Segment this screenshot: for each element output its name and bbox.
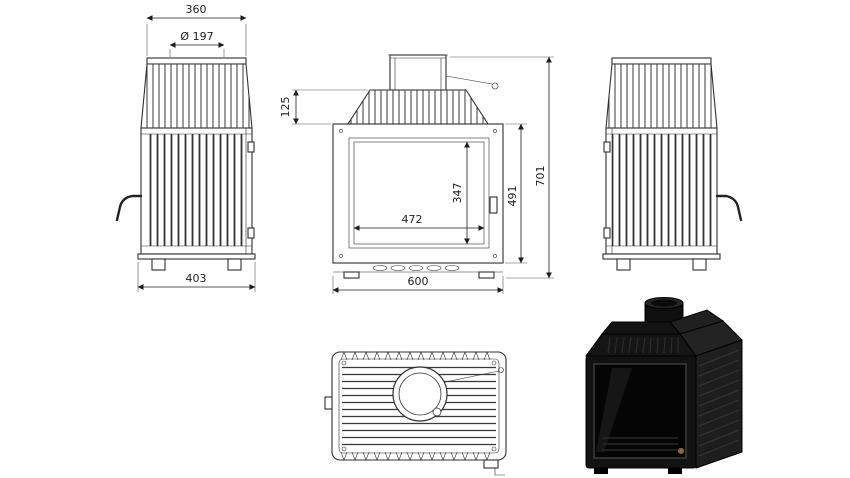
side-right-hinge-bottom [603, 227, 611, 239]
dim-360-label: 360 [186, 3, 207, 16]
dim-total-height-701: 701 [450, 56, 554, 279]
front-door-latch [489, 196, 498, 214]
side-right-hinge-top [603, 141, 611, 153]
side-right-base-plate [602, 253, 721, 260]
top-view-fin-tips-top [340, 351, 491, 361]
side-left-hinge-top [247, 141, 255, 153]
dim-door-height-491: 491 [505, 123, 527, 264]
render-hood-front [585, 333, 697, 357]
dim-491-label: 491 [506, 186, 519, 207]
side-right-foot-front [616, 258, 631, 271]
dim-hood-height-125: 125 [279, 89, 368, 125]
render-side-ribs [698, 349, 740, 457]
front-door-frame [332, 123, 504, 264]
side-right-top-plate [611, 57, 712, 65]
render-glass-reflection [596, 368, 632, 452]
side-view-right [602, 57, 743, 271]
product-render [585, 297, 743, 474]
render-hood-ribs [607, 336, 679, 354]
side-left-ribs [146, 134, 246, 246]
render-flue-hole [651, 299, 677, 307]
side-right-ribs [612, 134, 712, 246]
front-foot-left [343, 271, 360, 279]
top-view-flue-inner [398, 372, 442, 416]
front-foot-right [478, 271, 495, 279]
dim-125-label: 125 [279, 97, 292, 118]
dim-base-depth-403: 403 [137, 262, 256, 292]
side-right-foot-back [692, 258, 707, 271]
top-view-bottom-bracket [483, 459, 499, 469]
dim-701-label: 701 [534, 166, 547, 187]
dim-total-width-600: 600 [332, 275, 504, 294]
side-view-left: 360 Ø 197 403 [115, 3, 256, 292]
render-grate-lines [602, 437, 678, 451]
front-glass-frame [348, 137, 490, 249]
dim-flue-label: Ø 197 [180, 30, 213, 43]
dim-472-label: 472 [402, 213, 423, 226]
front-damper-rod [445, 75, 493, 85]
front-glass [353, 141, 485, 245]
top-view-fin-tips-bottom [340, 451, 491, 461]
side-left-foot-back [227, 258, 242, 271]
dim-flue-diameter-197: Ø 197 [169, 30, 225, 57]
top-view-damper-rod [444, 370, 500, 383]
side-left-base-plate [137, 253, 256, 260]
render-foot-right [668, 468, 682, 474]
front-damper-ring [491, 82, 499, 90]
dim-600-label: 600 [408, 275, 429, 288]
top-view-inner-frame [338, 358, 500, 454]
top-view-side-tab [324, 396, 333, 410]
render-foot-left [594, 468, 608, 474]
top-view-damper-pivot [432, 407, 442, 417]
top-view-bottom-hook [494, 468, 505, 476]
dim-glass-width-472: 472 [353, 213, 485, 231]
render-door-knob [677, 447, 685, 455]
side-left-door-handle [115, 194, 143, 222]
side-left-hood [140, 63, 253, 129]
top-view [324, 351, 507, 476]
top-view-damper-ring [498, 367, 504, 373]
dim-403-label: 403 [186, 272, 207, 285]
dim-347-label: 347 [451, 183, 464, 204]
side-right-door-handle [715, 194, 743, 222]
front-view: 125 347 472 491 701 600 [279, 54, 554, 294]
side-left-top-plate [146, 57, 247, 65]
side-left-foot-front [151, 258, 166, 271]
side-left-hinge-bottom [247, 227, 255, 239]
side-right-hood [605, 63, 718, 129]
front-flue-collar [389, 54, 447, 91]
front-hood [346, 89, 490, 125]
render-hood-tier2-front [600, 321, 682, 335]
dim-top-width-360: 360 [146, 3, 247, 56]
